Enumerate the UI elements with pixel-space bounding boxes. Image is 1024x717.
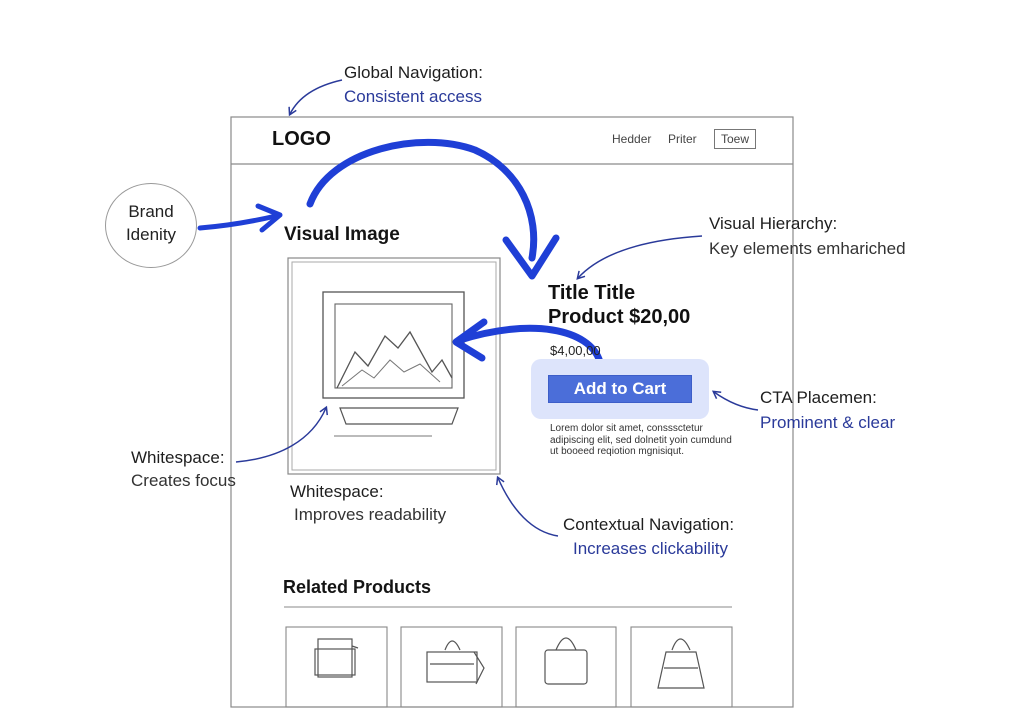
thin-arrow-whitespace-focus [235,405,329,463]
box-icon [314,638,359,678]
tote-bag-icon [544,637,588,685]
annotation-global-navigation-title: Global Navigation: [344,63,483,82]
product-description: Lorem dolor sit amet, consssctetur adipi… [550,423,732,457]
annotation-cta-placement-title: CTA Placemen: [760,388,877,407]
thin-arrow-cta-placement [711,390,759,411]
nav-link-1[interactable]: Hedder [612,132,652,146]
bold-arrow-cta-to-image [452,318,604,366]
annotation-whitespace-focus-subtitle: Creates focus [131,471,236,490]
annotation-whitespace-readability-title: Whitespace: [290,482,384,501]
thin-arrow-contextual-navigation [495,475,559,537]
annotation-global-navigation-subtitle: Consistent access [344,87,482,106]
annotation-contextual-navigation-title: Contextual Navigation: [563,515,735,534]
add-to-cart-button[interactable]: Add to Cart [548,375,692,403]
product-title: Title Title [548,282,636,304]
nav-link-2[interactable]: Priter [668,132,697,146]
wireframe-page-frame [230,116,794,708]
brand-identity-line2: Idenity [125,225,177,244]
bold-arrow-brand-to-visual [197,203,283,233]
product-price: $4,00,00 [550,343,601,358]
wireframe-logo[interactable]: LOGO [272,128,331,150]
annotation-contextual-navigation-subtitle: Increases clickability [573,539,728,558]
visual-image-heading: Visual Image [284,224,400,245]
nav-button[interactable]: Toew [714,129,756,149]
annotation-cta-placement-subtitle: Prominent & clear [760,413,896,432]
annotation-visual-hierarchy-subtitle: Key elements emhariched [709,239,906,258]
related-product-card[interactable] [630,626,733,708]
visual-image-placeholder [287,257,501,475]
related-products-heading: Related Products [283,577,432,597]
mountain-icon [336,330,453,389]
thin-arrow-visual-hierarchy [576,235,703,280]
bold-curved-arrow-logo-to-title [306,138,560,280]
thin-arrow-global-navigation [288,79,343,117]
related-product-card[interactable] [285,626,388,708]
annotation-whitespace-readability-subtitle: Improves readability [294,505,447,524]
annotation-visual-hierarchy-title: Visual Hierarchy: [709,214,838,233]
related-product-card[interactable] [400,626,503,708]
related-product-card[interactable] [515,626,617,708]
brand-identity-circle: Brand Idenity [105,183,197,268]
brand-identity-line1: Brand [128,202,174,221]
handbag-icon [426,640,485,685]
bag-with-handle-icon [657,638,705,689]
product-title-price: Product $20,00 [548,306,691,328]
annotation-whitespace-focus-title: Whitespace: [131,448,225,467]
